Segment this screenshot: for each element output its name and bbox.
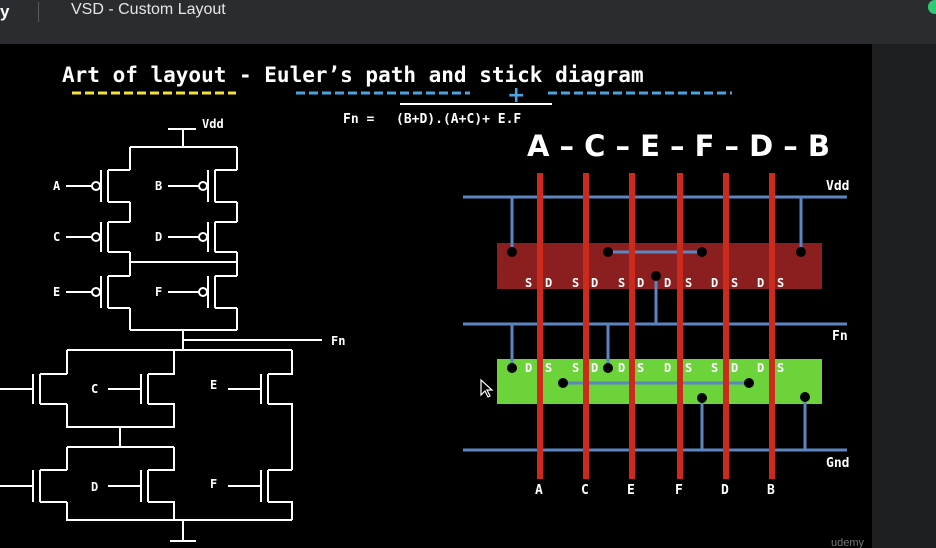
nmos-label-f: F: [210, 477, 217, 491]
pmos-sd-9: S: [731, 276, 738, 290]
cmos-schematic: [0, 128, 322, 542]
nmos-label-d: D: [91, 480, 98, 494]
mouse-cursor-icon: [480, 378, 494, 398]
pmos-sd-0: S: [525, 276, 532, 290]
pmos-label-d: D: [155, 230, 162, 244]
pmos-sd-labels: S D S D S D D S D S D S: [525, 276, 784, 290]
nmos-sd-7: S: [685, 361, 692, 375]
rail-label-fn: Fn: [832, 329, 848, 344]
pmos-label-b: B: [155, 179, 162, 193]
contacts: [507, 247, 810, 403]
schematic-vdd-label: Vdd: [202, 117, 224, 131]
poly-gates: [537, 173, 775, 479]
schematic-fn-label: Fn: [331, 334, 345, 348]
pmos-sd-6: D: [664, 276, 671, 290]
side-panel: [872, 44, 936, 548]
nmos-sd-3: D: [591, 361, 598, 375]
pmos-label-e: E: [53, 285, 60, 299]
pmos-label-f: F: [155, 285, 162, 299]
nmos-sd-4: D: [618, 361, 625, 375]
equation-prefix: Fn =: [343, 112, 374, 127]
gate-label-d: D: [721, 483, 729, 498]
pmos-sd-5: D: [637, 276, 644, 290]
nmos-sd-6: D: [664, 361, 671, 375]
pmos-label-c: C: [53, 230, 60, 244]
rail-label-gnd: Gnd: [826, 456, 849, 471]
pmos-sd-8: D: [711, 276, 718, 290]
nmos-sd-10: D: [757, 361, 764, 375]
nmos-sd-2: S: [572, 361, 579, 375]
stick-diagram: S D S D S D D S D S D S D S S D D S D S …: [463, 173, 849, 498]
pmos-label-a: A: [53, 179, 61, 193]
nmos-label-c: C: [91, 382, 98, 396]
slide-title: Art of layout - Euler’s path and stick d…: [62, 63, 644, 87]
nmos-sd-5: S: [637, 361, 644, 375]
metal-wires: [463, 195, 847, 452]
gate-label-b: B: [767, 483, 775, 498]
title-separator: [38, 2, 39, 22]
euler-sequence: A – C – E – F – D – B: [527, 129, 830, 163]
nmos-sd-0: D: [525, 361, 532, 375]
nmos-sd-9: D: [731, 361, 738, 375]
watermark: udemy: [831, 537, 865, 548]
nmos-label-e: E: [210, 378, 217, 392]
pmos-sd-10: D: [757, 276, 764, 290]
pmos-sd-1: D: [545, 276, 552, 290]
gate-label-c: C: [581, 483, 589, 498]
nmos-sd-1: S: [545, 361, 552, 375]
pmos-sd-4: S: [618, 276, 625, 290]
plus-sign: +: [507, 83, 525, 108]
rail-label-vdd: Vdd: [826, 179, 849, 194]
pmos-bubbles: [91, 181, 208, 297]
pmos-sd-3: D: [591, 276, 598, 290]
gate-label-a: A: [535, 483, 543, 498]
nmos-sd-11: S: [777, 361, 784, 375]
gate-label-e: E: [627, 483, 635, 498]
title-bar: y VSD - Custom Layout: [0, 0, 936, 44]
nmos-sd-labels: D S S D D S D S S D D S: [525, 361, 784, 375]
gate-label-f: F: [675, 483, 683, 498]
pmos-sd-2: S: [572, 276, 579, 290]
status-dot-icon: [928, 0, 936, 14]
app-logo: y: [0, 2, 10, 21]
window-title: VSD - Custom Layout: [71, 1, 226, 18]
equation-body: (B+D).(A+C)+ E.F: [396, 112, 521, 127]
pmos-sd-11: S: [777, 276, 784, 290]
nmos-sd-8: S: [711, 361, 718, 375]
pmos-sd-7: S: [685, 276, 692, 290]
